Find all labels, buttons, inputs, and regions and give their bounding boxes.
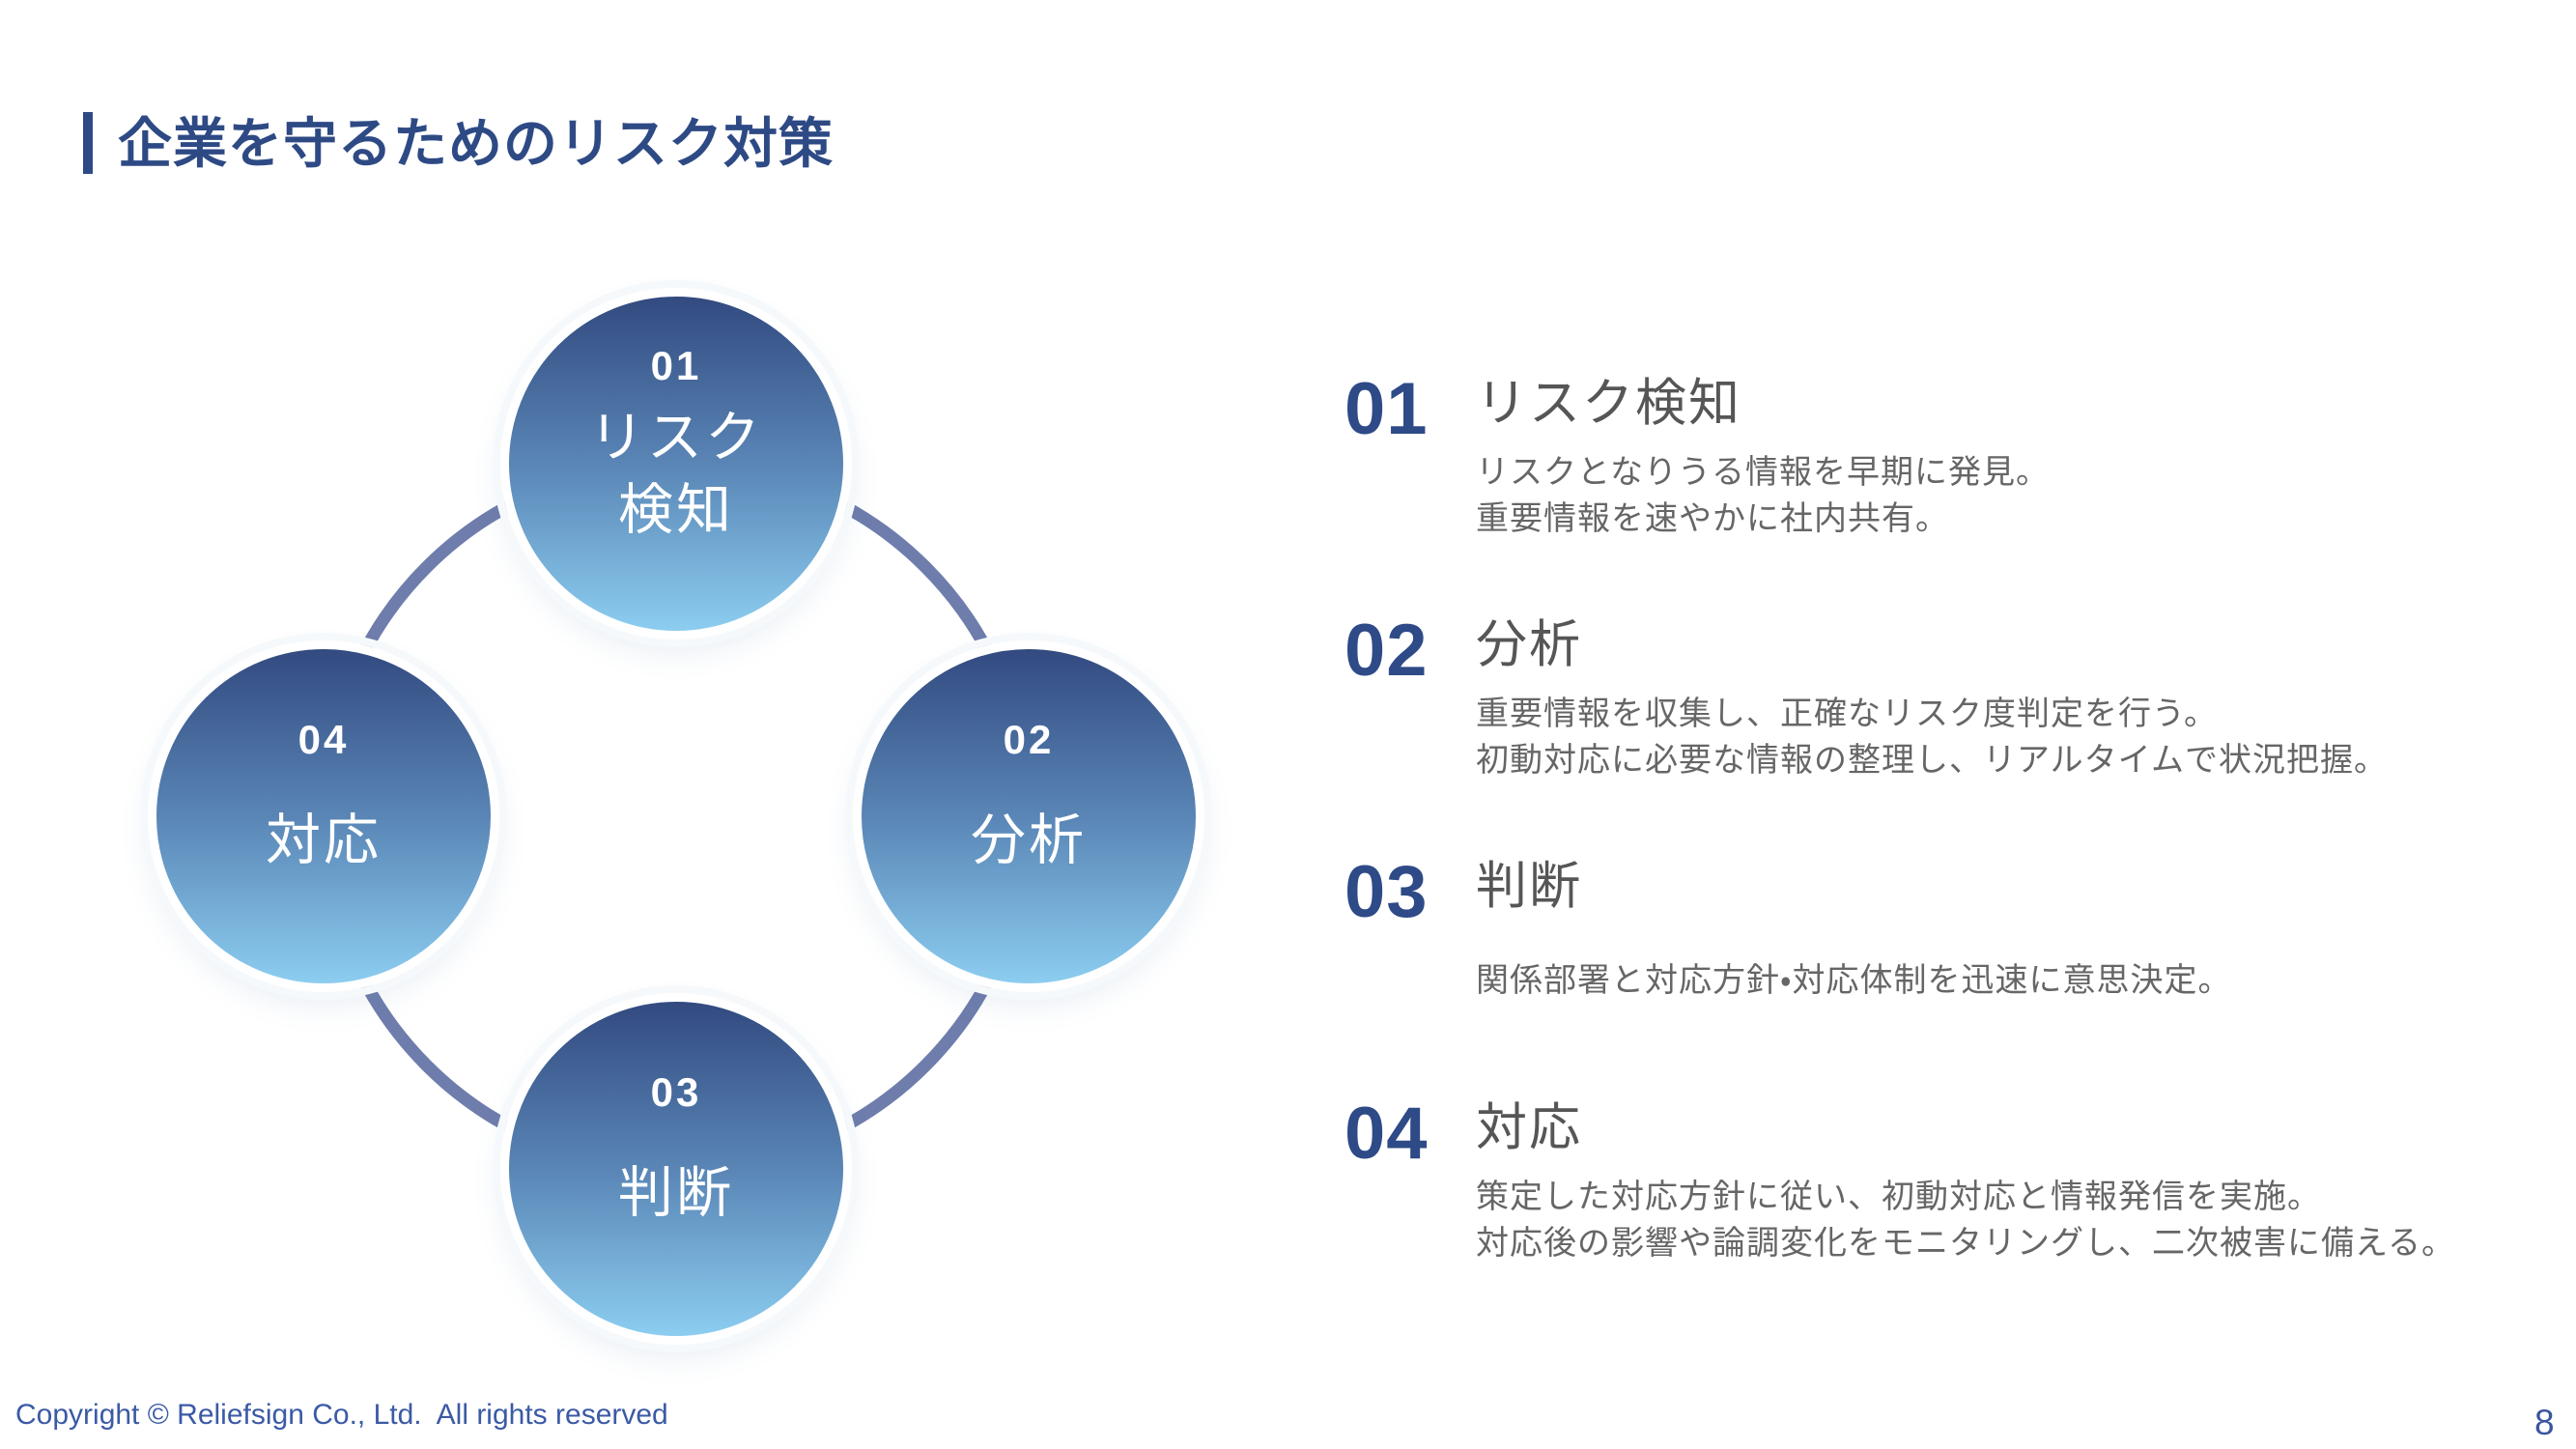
step-detail-3-number: 03 (1345, 851, 1429, 933)
cycle-step-2-label-line1: 分析 (971, 810, 1087, 872)
cycle-step-1-number: 01 (650, 342, 702, 388)
step-detail-1: 01 リスク検知 リスクとなりうる情報を早期に発見。 重要情報を速やかに社内共有… (1345, 373, 2434, 542)
cycle-step-1-label-line1: リスク (589, 406, 763, 469)
step-detail-4-body: 策定した対応方針に従い、初動対応と情報発信を実施。 対応後の影響や論調変化をモニ… (1476, 1174, 2455, 1267)
step-detail-2-number: 02 (1345, 610, 1429, 692)
step-detail-2-body-line1: 重要情報を収集し、正確なリスク度判定を行う。 (1476, 695, 2218, 732)
cycle-step-1-label: リスク 検知 (589, 402, 763, 547)
title-accent-bar (83, 112, 93, 174)
step-detail-2-heading: 分析 (1476, 616, 1582, 673)
step-detail-1-number: 01 (1345, 368, 1429, 450)
cycle-step-3-label-line1: 判断 (618, 1162, 734, 1225)
step-detail-1-heading: リスク検知 (1476, 375, 1741, 432)
step-detail-3-body: 関係部署と対応方針・対応体制を迅速に意思決定。 (1476, 957, 2434, 1004)
step-detail-4-heading: 対応 (1476, 1099, 1582, 1156)
cycle-step-2-content: 02 分析 (971, 720, 1087, 877)
step-detail-3-content: 判断 関係部署と対応方針・対応体制を迅速に意思決定。 (1476, 856, 2434, 1004)
cycle-step-2-label: 分析 (971, 805, 1087, 877)
step-detail-3-body-line1: 関係部署と対応方針・対応体制を迅速に意思決定。 (1476, 961, 2232, 999)
step-detail-2-content: 分析 重要情報を収集し、正確なリスク度判定を行う。 初動対応に必要な情報の整理し… (1476, 614, 2434, 783)
step-detail-4-body-line1: 策定した対応方針に従い、初動対応と情報発信を実施。 (1476, 1178, 2321, 1215)
step-detail-2-body: 重要情報を収集し、正確なリスク度判定を行う。 初動対応に必要な情報の整理し、リア… (1476, 691, 2434, 784)
cycle-step-4-label-line1: 対応 (266, 810, 382, 872)
step-details-list: 01 リスク検知 リスクとなりうる情報を早期に発見。 重要情報を速やかに社内共有… (1345, 0, 2454, 1449)
page-number: 8 (2534, 1403, 2555, 1442)
cycle-step-1-content: 01 リスク 検知 (589, 342, 763, 547)
cycle-step-4-label: 対応 (266, 805, 382, 877)
cycle-step-1-label-line2: 検知 (618, 479, 734, 541)
page-title: 企業を守るためのリスク対策 (118, 113, 834, 174)
cycle-step-4-number: 04 (297, 717, 350, 763)
cycle-step-3-label: 判断 (618, 1157, 734, 1230)
step-detail-2: 02 分析 重要情報を収集し、正確なリスク度判定を行う。 初動対応に必要な情報の… (1345, 614, 2434, 783)
step-detail-3: 03 判断 関係部署と対応方針・対応体制を迅速に意思決定。 (1345, 856, 2434, 1004)
risk-cycle-diagram: 01 リスク 検知 02 分析 03 判断 (148, 288, 1204, 1345)
step-detail-3-heading: 判断 (1476, 858, 1582, 915)
step-detail-1-body-line1: リスクとなりうる情報を早期に発見。 (1476, 453, 2050, 491)
cycle-step-2-number: 02 (1003, 717, 1055, 763)
cycle-step-1-circle: 01 リスク 検知 (500, 288, 852, 639)
step-detail-4-number: 04 (1345, 1093, 1429, 1175)
cycle-step-4-circle: 04 対応 (148, 640, 499, 992)
cycle-step-2-circle: 02 分析 (853, 640, 1204, 992)
cycle-step-3-number: 03 (650, 1069, 702, 1116)
step-detail-1-content: リスク検知 リスクとなりうる情報を早期に発見。 重要情報を速やかに社内共有。 (1476, 373, 2434, 542)
step-detail-4: 04 対応 策定した対応方針に従い、初動対応と情報発信を実施。 対応後の影響や論… (1345, 1093, 2454, 1266)
step-detail-1-body-line2: 重要情報を速やかに社内共有。 (1476, 500, 1949, 538)
copyright-text: Copyright © Reliefsign Co., Ltd. All rig… (15, 1399, 668, 1431)
step-detail-1-body: リスクとなりうる情報を早期に発見。 重要情報を速やかに社内共有。 (1476, 449, 2434, 543)
step-detail-4-body-line2: 対応後の影響や論調変化をモニタリングし、二次被害に備える。 (1476, 1225, 2455, 1263)
cycle-step-4-content: 04 対応 (266, 720, 382, 877)
cycle-step-3-content: 03 判断 (618, 1072, 734, 1230)
step-detail-4-content: 対応 策定した対応方針に従い、初動対応と情報発信を実施。 対応後の影響や論調変化… (1476, 1097, 2455, 1266)
step-detail-2-body-line2: 初動対応に必要な情報の整理し、リアルタイムで状況把握。 (1476, 742, 2388, 780)
cycle-step-3-circle: 03 判断 (500, 993, 852, 1345)
